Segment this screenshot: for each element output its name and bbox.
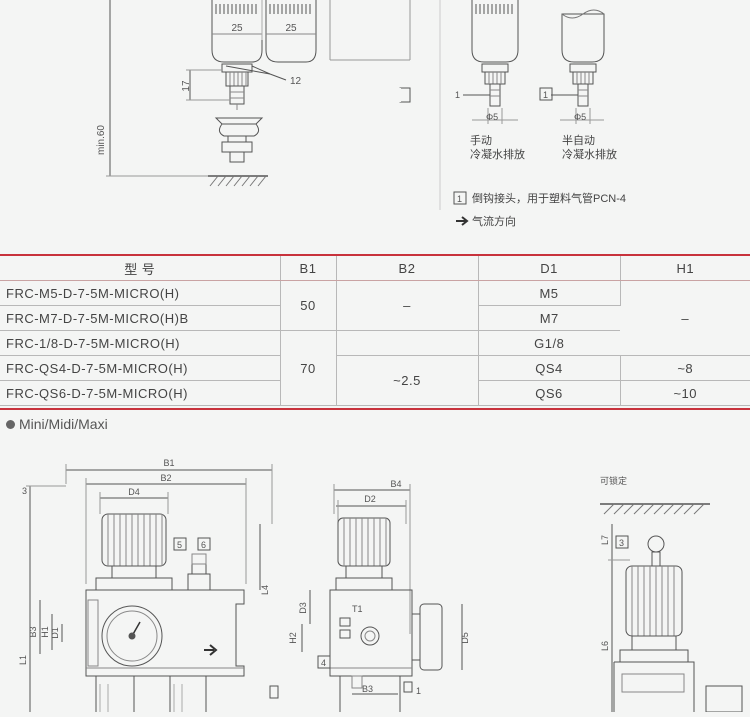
table-row: FRC-1/8-D-7-5M-MICRO(H) 70 G1/8 (0, 330, 750, 406)
h1-cell: ~10 (620, 380, 750, 406)
b2-cell: ~2.5 (336, 355, 479, 406)
spec-table: 型 号 B1 B2 D1 H1 FRC-M5-D-7-5M-MICRO(H) 5… (0, 256, 750, 406)
label-b3-side: B3 (362, 684, 373, 694)
label-t1: T1 (352, 604, 363, 614)
h1-cell: ~8 (620, 355, 750, 381)
b2-cell: – (336, 280, 479, 331)
label-l6: L6 (600, 641, 610, 651)
b2-cell-empty (336, 330, 479, 356)
label-b4: B4 (390, 479, 401, 489)
callout-3: 3 (619, 538, 624, 548)
b1-cell: 70 (280, 330, 337, 406)
header-h1: H1 (620, 256, 750, 281)
bottom-drawings: Mini/Midi/Maxi (0, 414, 750, 713)
spec-table-section: 型 号 B1 B2 D1 H1 FRC-M5-D-7-5M-MICRO(H) 5… (0, 250, 750, 410)
label-l4: L4 (260, 585, 270, 595)
header-b1: B1 (280, 256, 337, 281)
callout-5: 5 (177, 540, 182, 550)
label-d4: D4 (128, 487, 140, 497)
note-text: 倒钩接头，用于塑料气管PCN-4 (472, 191, 626, 205)
semi-label-1: 半自动 (562, 133, 595, 147)
dim-phi5a: Φ5 (486, 112, 498, 122)
table-top-rule (0, 254, 750, 256)
dim-25b: 25 (285, 23, 297, 34)
lockable-label: 可锁定 (600, 475, 627, 486)
dim-25a: 25 (231, 23, 243, 34)
series-title: Mini/Midi/Maxi (6, 416, 108, 432)
model-cell: FRC-QS6-D-7-5M-MICRO(H) (0, 380, 281, 406)
label-b3: B3 (28, 626, 38, 637)
flow-direction-text: 气流方向 (472, 214, 516, 228)
label-l7: L7 (600, 535, 610, 545)
header-model: 型 号 (0, 256, 281, 281)
d1-cell: M5 (478, 280, 621, 306)
callout-1-side: 1 (416, 686, 421, 696)
model-cell: FRC-QS4-D-7-5M-MICRO(H) (0, 355, 281, 381)
d1-cell: G1/8 (478, 330, 620, 356)
label-b1: B1 (163, 458, 174, 468)
label-h1: H1 (40, 626, 50, 638)
label-h2: H2 (288, 632, 298, 644)
d1-cell: QS4 (478, 355, 621, 381)
callout-6: 6 (201, 540, 206, 550)
manual-label-2: 冷凝水排放 (470, 147, 525, 161)
header-d1: D1 (478, 256, 621, 281)
header-b2: B2 (336, 256, 479, 281)
callout-1a: 1 (455, 90, 460, 100)
label-d5: D5 (460, 632, 470, 644)
model-cell: FRC-M5-D-7-5M-MICRO(H) (0, 280, 281, 306)
label-b2: B2 (160, 473, 171, 483)
label-n3: 3 (22, 486, 27, 496)
table-bottom-rule (0, 408, 750, 410)
b1-cell: 50 (280, 280, 337, 331)
table-row: FRC-M7-D-7-5M-MICRO(H)B M7 (0, 305, 750, 331)
callout-4: 4 (321, 658, 326, 668)
table-row: FRC-M5-D-7-5M-MICRO(H) 50 – M5 – (0, 280, 750, 356)
h1-cell: – (620, 280, 750, 356)
label-d1: D1 (50, 627, 60, 639)
model-cell: FRC-M7-D-7-5M-MICRO(H)B (0, 305, 281, 331)
d1-cell: QS6 (478, 380, 621, 406)
dim-phi5b: Φ5 (574, 112, 586, 122)
top-drawings: 25 25 17 12 min.60 1 1 Φ5 Φ5 手动 冷凝水排放 半自… (0, 0, 750, 248)
note-callout: 1 (457, 194, 462, 204)
dim-17: 17 (181, 80, 192, 92)
series-title-text: Mini/Midi/Maxi (19, 416, 108, 432)
table-header-row: 型 号 B1 B2 D1 H1 (0, 256, 750, 281)
table-row: FRC-QS4-D-7-5M-MICRO(H) ~2.5 QS4 ~8 (0, 355, 750, 406)
mini-midi-maxi-drawing: B1 B2 D4 3 L1 B3 H1 D1 L4 5 6 B4 D2 D3 T… (18, 458, 743, 713)
table-row: FRC-QS6-D-7-5M-MICRO(H) QS6 ~10 (0, 380, 750, 406)
bullet-icon (6, 419, 15, 429)
callout-1b: 1 (543, 90, 548, 100)
label-d3: D3 (298, 602, 308, 614)
label-d2: D2 (364, 494, 376, 504)
dim-min60: min.60 (96, 125, 107, 155)
semi-label-2: 冷凝水排放 (562, 147, 617, 161)
label-l1: L1 (18, 655, 28, 665)
dim-12: 12 (290, 76, 302, 87)
filter-drawing-top: 25 25 17 12 min.60 1 1 Φ5 Φ5 手动 冷凝水排放 半自… (96, 0, 626, 228)
model-cell: FRC-1/8-D-7-5M-MICRO(H) (0, 330, 281, 356)
d1-cell: M7 (478, 305, 620, 331)
manual-label-1: 手动 (470, 133, 492, 147)
